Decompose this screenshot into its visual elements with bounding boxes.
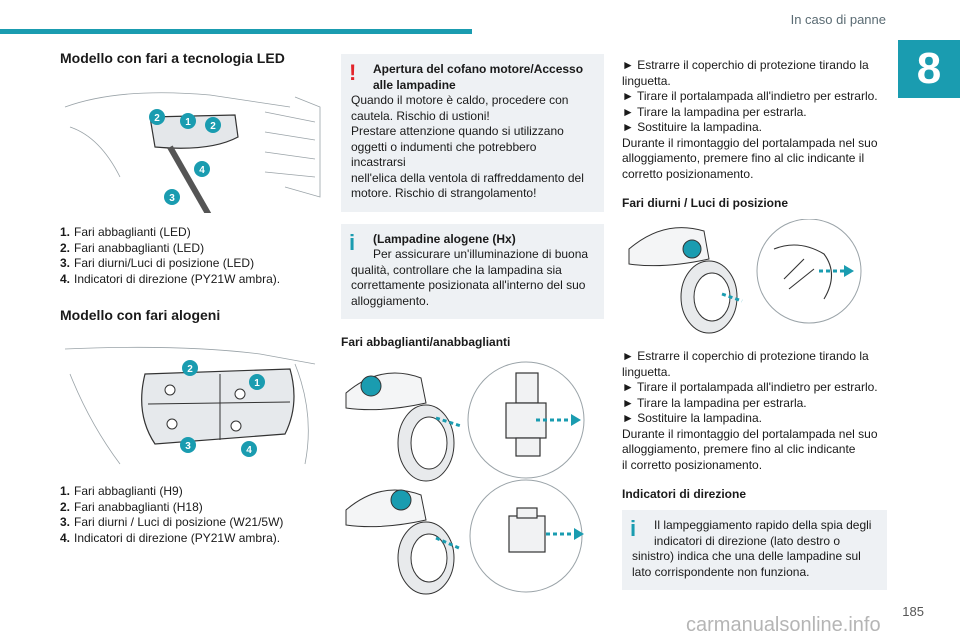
beam-figure bbox=[341, 358, 604, 596]
steps-top: ► Estrarre il coperchio di protezione ti… bbox=[622, 58, 887, 182]
step-line: ► Tirare la lampadina per estrarla. bbox=[622, 395, 807, 410]
callout-halogen-4-label: 4 bbox=[246, 445, 252, 456]
led-headlamp-figure: 2 1 2 4 3 bbox=[60, 77, 322, 213]
step-line: ► Estrarre il coperchio di protezione ti… bbox=[622, 349, 869, 363]
column-left: Modello con fari a tecnologia LED 2 1 2 … bbox=[60, 50, 322, 546]
header-accent-bar bbox=[0, 29, 472, 34]
chapter-number: 8 bbox=[916, 44, 942, 93]
halogen-model-title: Modello con fari alogeni bbox=[60, 307, 221, 323]
warning-line: nell'elica della ventola di raffreddamen… bbox=[351, 170, 584, 185]
steps-bottom: ► Estrarre il coperchio di protezione ti… bbox=[622, 349, 887, 473]
info-line: lato corrispondente non funziona. bbox=[632, 564, 810, 579]
indicators-title: Indicatori di direzione bbox=[622, 487, 747, 501]
halogen-headlamp-figure: 2 1 3 4 bbox=[60, 334, 322, 472]
info-line: qualità, controllare che la lampadina si… bbox=[351, 262, 562, 277]
callout-led-4-label: 4 bbox=[199, 165, 205, 176]
drl-bulb-drawing bbox=[628, 218, 862, 334]
info-icon: i bbox=[630, 516, 637, 541]
list-item: 4.Indicatori di direzione (PY21W ambra). bbox=[60, 271, 281, 286]
callout-led-2a bbox=[149, 109, 165, 125]
drl-figure bbox=[624, 218, 869, 337]
chapter-tab: 8 bbox=[898, 40, 960, 98]
reassembly-line: il corretto posizionamento. bbox=[622, 457, 763, 472]
led-lamp-list: 1.Fari abbaglianti (LED) 2.Fari anabbagl… bbox=[60, 225, 322, 287]
callout-led-1-label: 1 bbox=[185, 117, 191, 128]
warning-title-line: Apertura del cofano motore/Accesso bbox=[373, 62, 584, 76]
indicators-info-box: i Il lampeggiamento rapido della spia de… bbox=[622, 510, 887, 590]
step-line: ► Estrarre il coperchio di protezione ti… bbox=[622, 58, 869, 72]
watermark: carmanualsonline.info bbox=[686, 614, 881, 636]
info-line: correttamente posizionata all'interno de… bbox=[351, 278, 586, 292]
callout-led-2b bbox=[205, 117, 221, 133]
step-line: linguetta. bbox=[622, 364, 671, 379]
warning-line: motore. Rischio di strangolamento! bbox=[351, 186, 537, 200]
list-item: 4.Indicatori di direzione (PY21W ambra). bbox=[60, 530, 281, 545]
step-line: ► Tirare il portalampada all'indietro pe… bbox=[622, 380, 878, 394]
page-number: 185 bbox=[902, 604, 924, 619]
led-model-title: Modello con fari a tecnologia LED bbox=[60, 50, 285, 66]
reassembly-line: alloggiamento, premere fino al clic indi… bbox=[622, 442, 856, 456]
callout-halogen-2-label: 2 bbox=[187, 364, 193, 375]
callout-led-2b-label: 2 bbox=[210, 121, 216, 132]
callout-halogen-2 bbox=[182, 360, 198, 376]
reassembly-line: corretto posizionamento. bbox=[622, 166, 754, 181]
column-middle: ! Apertura del cofano motore/Accesso all… bbox=[341, 54, 604, 596]
info-line: sinistro) indica che una delle lampadine… bbox=[632, 549, 861, 563]
callout-led-2a-label: 2 bbox=[154, 113, 160, 124]
info-line: indicatori di direzione (lato destro o bbox=[654, 533, 841, 548]
info-title: (Lampadine alogene (Hx) bbox=[373, 231, 516, 246]
warning-title-line: alle lampadine bbox=[373, 77, 456, 92]
info-line: alloggiamento. bbox=[351, 293, 430, 308]
warning-box: ! Apertura del cofano motore/Accesso all… bbox=[341, 54, 604, 212]
callout-halogen-1 bbox=[249, 374, 265, 390]
warning-line: oggetti o indumenti che potrebbero incas… bbox=[351, 139, 537, 170]
step-line: linguetta. bbox=[622, 73, 671, 88]
drl-title: Fari diurni / Luci di posizione bbox=[622, 196, 789, 210]
warning-exclamation-icon: ! bbox=[349, 60, 357, 85]
callout-led-3-label: 3 bbox=[169, 193, 175, 204]
callout-led-4 bbox=[194, 161, 210, 177]
reassembly-line: alloggiamento, premere fino al clic indi… bbox=[622, 151, 865, 165]
callout-led-1 bbox=[180, 113, 196, 129]
warning-line: Quando il motore è caldo, procedere con bbox=[351, 93, 569, 107]
list-item: 1.Fari abbaglianti (H9) bbox=[60, 484, 183, 498]
info-line: Il lampeggiamento rapido della spia degl… bbox=[654, 518, 872, 532]
callout-halogen-3-label: 3 bbox=[185, 441, 191, 452]
halogen-headlamp-drawing: 2 1 3 4 bbox=[64, 346, 316, 465]
info-icon: i bbox=[349, 229, 356, 255]
list-item: 2.Fari anabbaglianti (H18) bbox=[60, 499, 203, 514]
halogen-lamp-list: 1.Fari abbaglianti (H9) 2.Fari anabbagli… bbox=[60, 484, 322, 546]
beam-bulb-drawing bbox=[345, 361, 585, 595]
section-title: In caso di panne bbox=[790, 12, 886, 27]
list-item: 2.Fari anabbaglianti (LED) bbox=[60, 240, 205, 255]
step-line: ► Tirare la lampadina per estrarla. bbox=[622, 104, 807, 119]
step-line: ► Tirare il portalampada all'indietro pe… bbox=[622, 89, 878, 103]
callout-halogen-3 bbox=[180, 437, 196, 453]
warning-line: cautela. Rischio di ustioni! bbox=[351, 108, 490, 123]
column-right: ► Estrarre il coperchio di protezione ti… bbox=[622, 58, 887, 602]
callout-halogen-1-label: 1 bbox=[254, 378, 260, 389]
list-item: 1.Fari abbaglianti (LED) bbox=[60, 225, 191, 239]
halogen-info-box: i (Lampadine alogene (Hx) Per assicurare… bbox=[341, 223, 604, 319]
info-line: Per assicurare un'illuminazione di buona bbox=[373, 247, 589, 261]
step-line: ► Sostituire la lampadina. bbox=[622, 120, 762, 134]
callout-halogen-4 bbox=[241, 441, 257, 457]
list-item: 3.Fari diurni/Luci di posizione (LED) bbox=[60, 256, 255, 270]
list-item: 3.Fari diurni / Luci di posizione (W21/5… bbox=[60, 515, 284, 529]
step-line: ► Sostituire la lampadina. bbox=[622, 411, 762, 425]
led-headlamp-drawing: 2 1 2 4 3 bbox=[64, 92, 321, 213]
reassembly-line: Durante il rimontaggio del portalampada … bbox=[622, 426, 878, 441]
warning-line: Prestare attenzione quando si utilizzano bbox=[351, 124, 564, 138]
reassembly-line: Durante il rimontaggio del portalampada … bbox=[622, 135, 878, 150]
callout-led-3 bbox=[164, 189, 180, 205]
beam-title: Fari abbaglianti/anabbaglianti bbox=[341, 335, 511, 349]
